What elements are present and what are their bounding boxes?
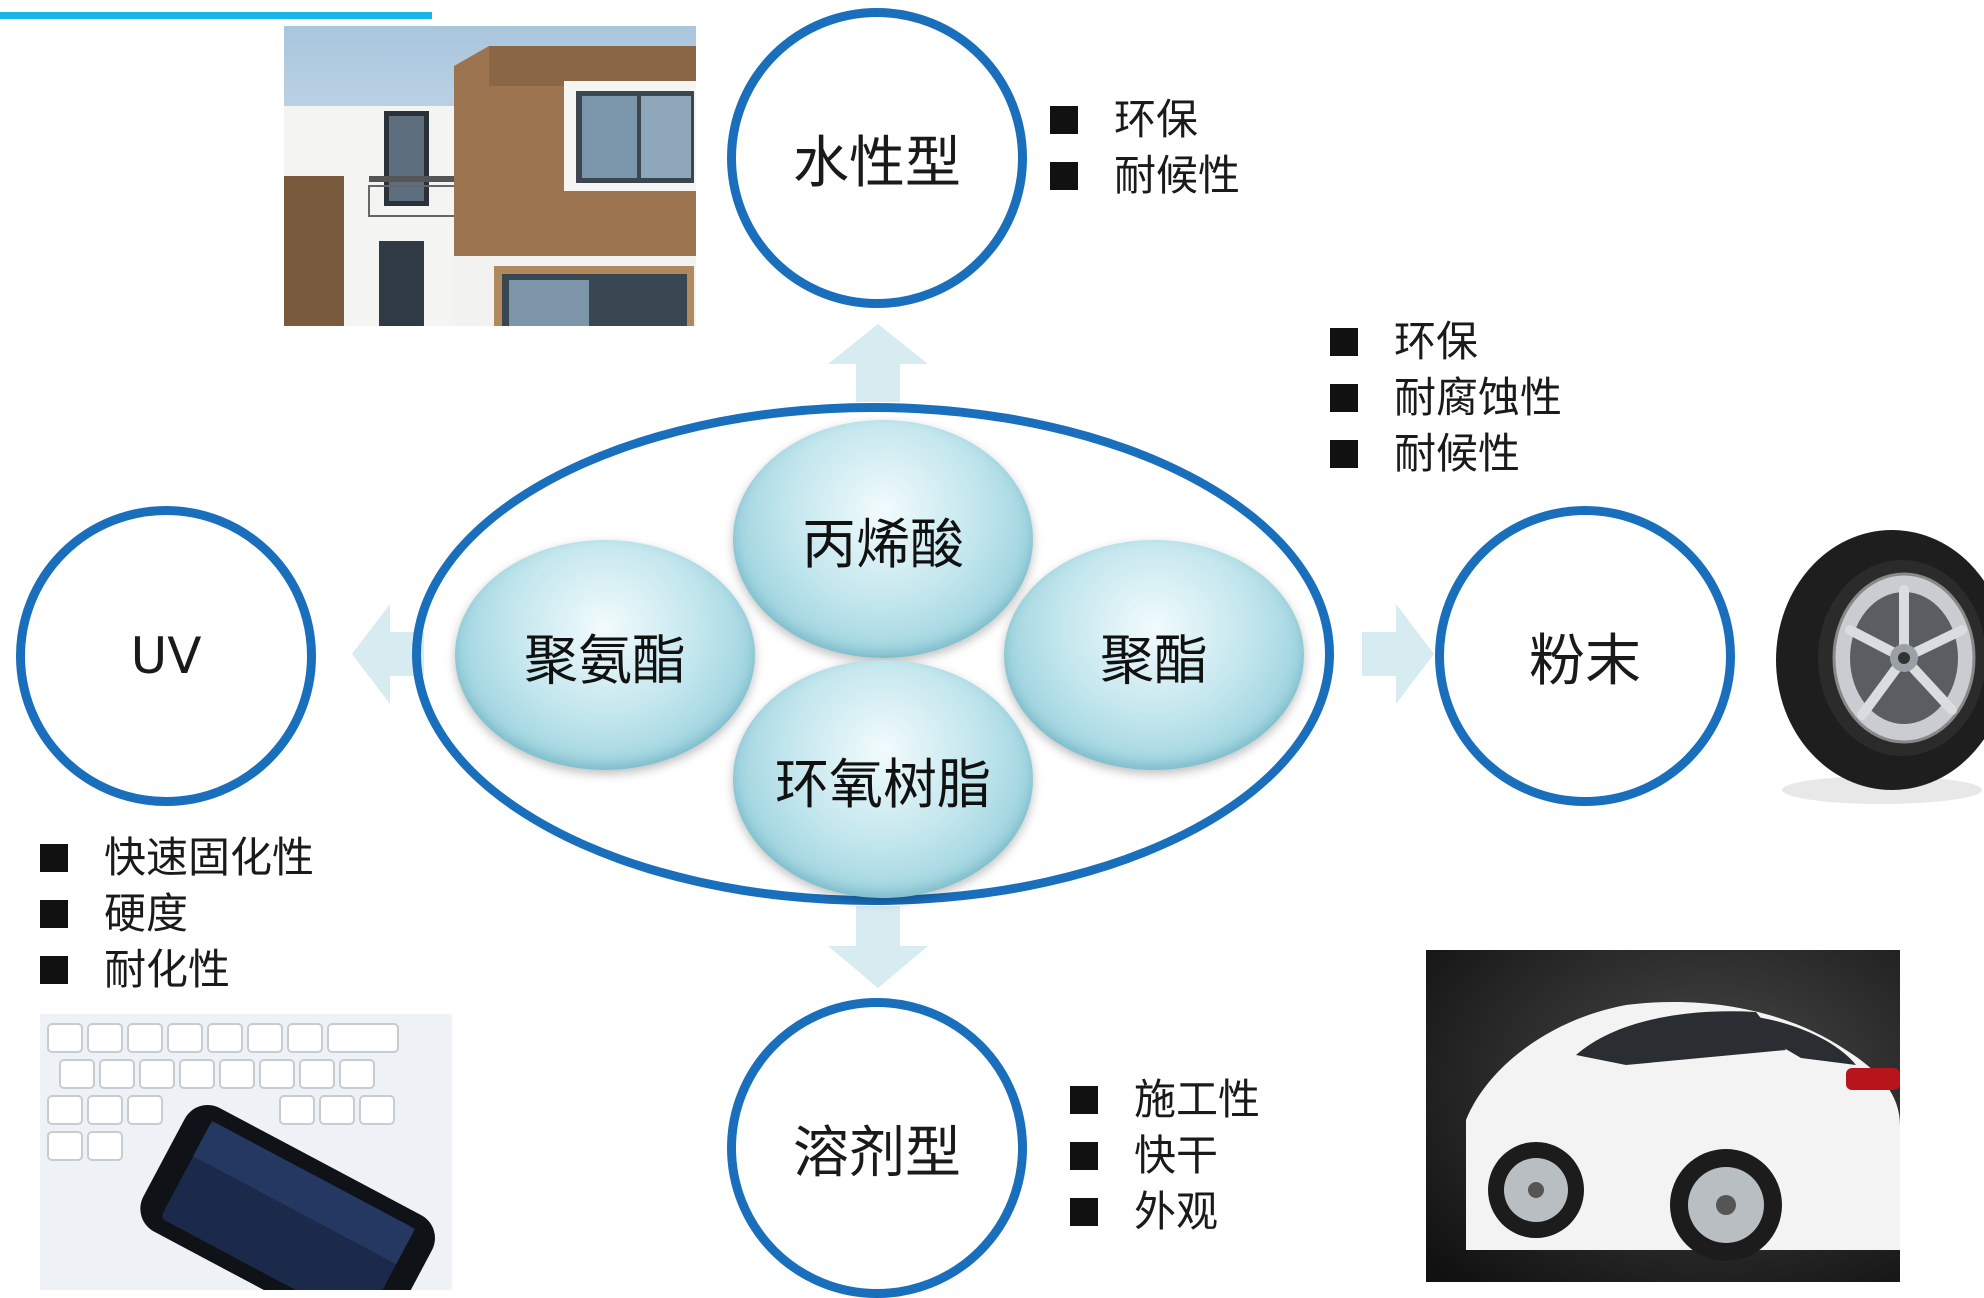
keyboard-phone-photo — [40, 1014, 452, 1290]
arrow-right — [1362, 604, 1434, 704]
square-bullet-icon — [1070, 1142, 1098, 1170]
list-item: 快干 — [1070, 1128, 1260, 1184]
square-bullet-icon — [1050, 162, 1078, 190]
square-bullet-icon — [1070, 1086, 1098, 1114]
square-bullet-icon — [40, 844, 68, 872]
circle-solventborne: 溶剂型 — [727, 998, 1027, 1298]
square-bullet-icon — [1330, 328, 1358, 356]
square-bullet-icon — [1050, 106, 1078, 134]
square-bullet-icon — [1070, 1198, 1098, 1226]
arrow-up — [828, 324, 928, 402]
list-item: 施工性 — [1070, 1072, 1260, 1128]
house-photo — [284, 26, 696, 326]
circle-uv-label: UV — [130, 627, 202, 685]
list-item: 环保 — [1050, 92, 1240, 148]
circle-waterborne: 水性型 — [727, 8, 1027, 308]
square-bullet-icon — [40, 956, 68, 984]
list-item: 环保 — [1330, 314, 1562, 370]
bubble-polyurethane: 聚氨酯 — [455, 540, 755, 770]
list-item: 耐化性 — [40, 942, 314, 998]
circle-solventborne-label: 溶剂型 — [793, 1120, 961, 1186]
list-item: 耐候性 — [1050, 148, 1240, 204]
square-bullet-icon — [1330, 440, 1358, 468]
list-item: 硬度 — [40, 886, 314, 942]
uv-features: 快速固化性 硬度 耐化性 — [40, 830, 314, 998]
square-bullet-icon — [1330, 384, 1358, 412]
circle-powder-label: 粉末 — [1529, 628, 1641, 694]
square-bullet-icon — [40, 900, 68, 928]
circle-powder: 粉末 — [1435, 506, 1735, 806]
bubble-acrylic-label: 丙烯酸 — [802, 512, 964, 576]
waterborne-features: 环保 耐候性 — [1050, 92, 1240, 204]
accent-bar — [0, 12, 432, 19]
car-photo — [1426, 950, 1900, 1282]
solventborne-features: 施工性 快干 外观 — [1070, 1072, 1260, 1240]
circle-waterborne-label: 水性型 — [793, 130, 961, 196]
arrow-left — [352, 604, 424, 704]
bubble-epoxy-label: 环氧树脂 — [775, 752, 991, 816]
bubble-polyurethane-label: 聚氨酯 — [524, 628, 686, 692]
powder-features: 环保 耐腐蚀性 耐候性 — [1330, 314, 1562, 482]
center-oval — [412, 403, 1334, 905]
wheel-photo — [1752, 520, 1984, 820]
circle-uv: UV — [16, 506, 316, 806]
list-item: 耐腐蚀性 — [1330, 370, 1562, 426]
bubble-polyester: 聚酯 — [1004, 540, 1304, 770]
list-item: 耐候性 — [1330, 426, 1562, 482]
list-item: 外观 — [1070, 1184, 1260, 1240]
arrow-down — [828, 906, 928, 988]
list-item: 快速固化性 — [40, 830, 314, 886]
bubble-acrylic: 丙烯酸 — [733, 420, 1033, 658]
bubble-epoxy: 环氧树脂 — [733, 660, 1033, 898]
bubble-polyester-label: 聚酯 — [1100, 628, 1208, 692]
